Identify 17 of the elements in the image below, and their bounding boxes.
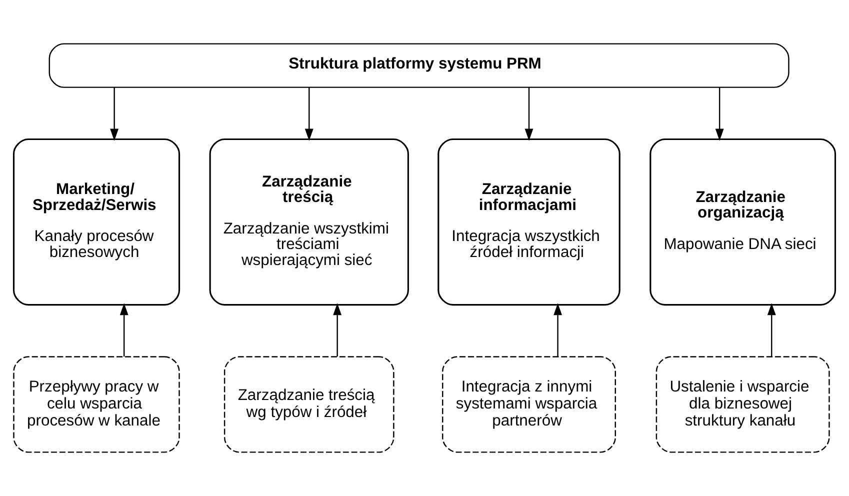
arrow	[333, 303, 342, 357]
arrow	[715, 87, 724, 141]
arrow	[110, 87, 119, 141]
node-box: Integracja z innymi systemami wsparcia partnerów	[442, 356, 616, 453]
node-box: Struktura platformy systemu PRM	[48, 43, 790, 88]
node-box: Zarządzanie organizacją Mapowanie DNA sieci	[650, 138, 836, 306]
arrow	[120, 303, 128, 357]
node-box: Ustalenie i wsparcie dla biznesowej struktury kanału	[656, 356, 830, 453]
arrow	[554, 303, 562, 357]
node-box: Zarządzanie treścią Zarządzanie wszystkimi treściami wspierającymi sieć	[209, 138, 409, 306]
arrow	[767, 303, 776, 357]
arrow	[524, 87, 534, 141]
node-box: Przepływy pracy w celu wsparcia procesów w kanale	[13, 356, 180, 453]
node-box: Zarządzanie informacjami Integracja wszystkich źródeł informacji	[438, 138, 620, 306]
node-box: Zarządzanie treścią wg typów i źródeł	[224, 356, 394, 453]
arrow	[304, 87, 314, 141]
node-box: Marketing/ Sprzedaż/Serwis Kanały procesów biznesowych	[12, 138, 180, 306]
